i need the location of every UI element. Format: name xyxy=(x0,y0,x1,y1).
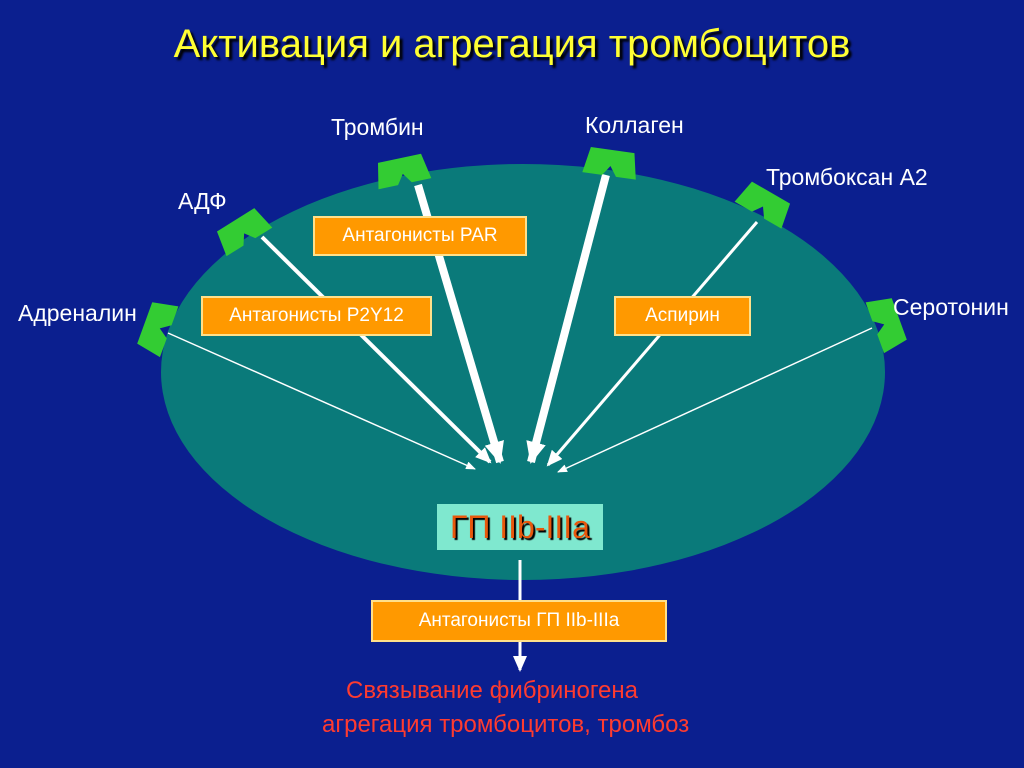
receptor-adrenaline xyxy=(137,302,179,358)
arrow-adp xyxy=(260,235,492,464)
receptor-serotonin xyxy=(865,298,907,354)
inhibitor-p2y12: Антагонисты P2Y12 xyxy=(201,296,432,336)
receptor-thromboxane xyxy=(734,181,791,229)
arrow-adrenaline xyxy=(167,332,476,470)
label-adrenaline: Адреналин xyxy=(18,300,137,326)
arrow-collagen xyxy=(526,173,610,464)
receptor-collagen xyxy=(582,147,636,180)
arrow-thromboxane xyxy=(546,221,759,467)
receptor-thrombin xyxy=(377,153,432,190)
receptor-gp-box: ГП IIb-IIIa xyxy=(437,504,603,550)
label-serotonin: Серотонин xyxy=(893,294,1009,320)
arrow-serotonin xyxy=(557,327,873,473)
receptor-adp xyxy=(216,208,273,257)
label-thromboxane: Тромбоксан А2 xyxy=(766,164,928,190)
label-collagen: Коллаген xyxy=(585,112,684,138)
inhibitor-par: Антагонисты PAR xyxy=(313,216,527,256)
label-adp: АДФ xyxy=(178,188,227,214)
platelet-cell xyxy=(161,164,885,580)
label-thrombin: Тромбин xyxy=(331,114,424,140)
inhibitor-gp-antagonists: Антагонисты ГП IIb-IIIa xyxy=(371,600,667,642)
page-title: Активация и агрегация тромбоцитов xyxy=(173,22,851,66)
result-line-1: Связывание фибриногена xyxy=(346,677,638,704)
inhibitor-aspirin: Аспирин xyxy=(614,296,751,336)
result-line-2: агрегация тромбоцитов, тромбоз xyxy=(322,711,690,738)
